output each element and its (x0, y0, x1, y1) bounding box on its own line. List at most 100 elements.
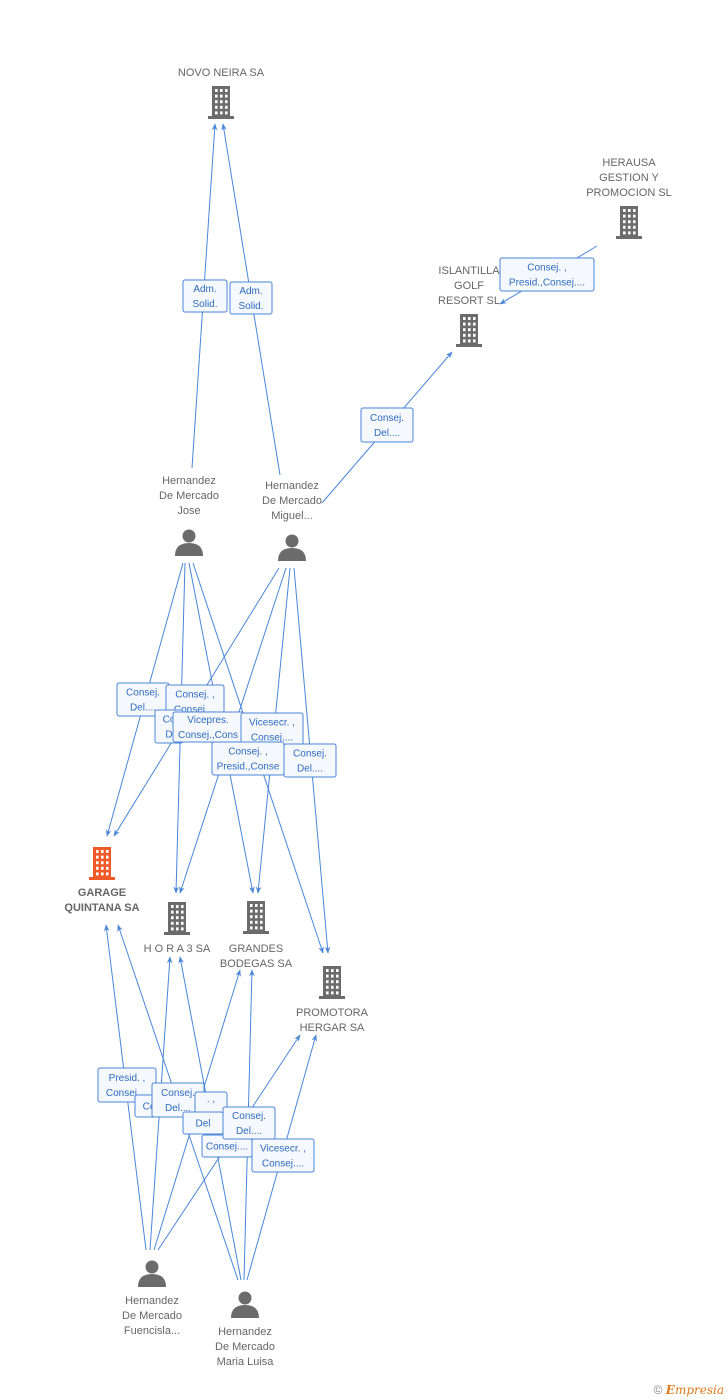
relation-label[interactable]: Del (182, 1111, 224, 1135)
node-label: Maria Luisa (217, 1356, 275, 1368)
node-label: QUINTANA SA (64, 902, 139, 914)
person-icon (278, 534, 306, 561)
relations-layer: Adm. Solid. Adm. Solid. Consej. , Presid.,Con… (97, 257, 595, 1173)
node-label: De Mercado (122, 1310, 182, 1322)
footer-brand[interactable]: © Empresia (654, 1383, 724, 1397)
building-icon (456, 314, 482, 347)
empresia-logo: Empresia (665, 1383, 724, 1397)
node-label: Hernandez (218, 1326, 272, 1338)
node-label: RESORT SL (438, 295, 500, 307)
relation-text: Del.... (130, 703, 156, 714)
node-label: Hernandez (162, 475, 216, 487)
node-label: ISLANTILLA (438, 265, 500, 277)
relation-label[interactable]: Vicepres. Consej.,Cons (172, 711, 244, 743)
relation-label[interactable]: Vicesecr. , Consej.... (240, 712, 304, 747)
relation-label[interactable]: Consej. , Presid.,Consej.... (499, 257, 595, 292)
relation-label[interactable]: Consej.Del.... (283, 743, 337, 778)
node-label: GESTION Y (599, 172, 659, 184)
relation-text: Vicesecr. , (260, 1144, 306, 1155)
node-label: PROMOCION SL (586, 187, 672, 199)
relation-text: Del.... (374, 428, 400, 439)
relation-text: Consej. (370, 413, 404, 424)
relation-label[interactable]: Consej. Del.... (360, 407, 414, 443)
node-label: Miguel... (271, 510, 313, 522)
relation-label[interactable]: Vicesecr. , Consej.... (251, 1138, 315, 1173)
copyright-symbol: © (653, 1383, 663, 1397)
relation-text: Solid. (192, 299, 217, 310)
nodes-layer: NOVO NEIRA SA HERAUSA GESTION Y PROMOCION S… (64, 67, 671, 1368)
relation-text: Adm. (239, 286, 262, 297)
building-icon (208, 86, 234, 119)
relation-text: Adm. (193, 284, 216, 295)
relation-text: Consej. (293, 749, 327, 760)
node-label: BODEGAS SA (220, 958, 293, 970)
node-label: PROMOTORA (296, 1007, 369, 1019)
node-label: H O R A 3 SA (144, 943, 211, 955)
relation-text: Consej.,Cons (178, 730, 238, 741)
node-label: GRANDES (229, 943, 283, 955)
person-icon (138, 1260, 166, 1287)
relation-text: D (165, 730, 172, 741)
node-hora3[interactable]: H O R A 3 SA (144, 902, 211, 955)
node-garage[interactable]: GARAGE QUINTANA SA (64, 847, 140, 914)
relation-label[interactable]: Consej. Del.... (222, 1106, 276, 1140)
node-label: Fuencisla... (124, 1325, 180, 1337)
relation-text: Consej.... (206, 1142, 248, 1153)
node-miguel[interactable]: Hernandez De MercadoMiguel... (262, 480, 322, 561)
building-icon (616, 206, 642, 239)
node-label: HERGAR SA (300, 1022, 365, 1034)
relation-text: Consej.... (251, 733, 293, 744)
node-label: De Mercado (262, 495, 322, 507)
person-icon (175, 529, 203, 556)
node-islantilla[interactable]: ISLANTILLA GOLF RESORT SL (438, 265, 500, 347)
relation-text: Presid.,Conse (217, 762, 280, 773)
relation-text: Solid. (238, 301, 263, 312)
relation-label[interactable]: Adm. Solid. (229, 281, 273, 315)
node-herausa[interactable]: HERAUSA GESTION Y PROMOCION SL (586, 157, 672, 239)
building-icon (319, 966, 345, 999)
relation-label[interactable]: Consej. Del.... (116, 682, 170, 717)
node-label: De Mercado (215, 1341, 275, 1353)
node-label: Hernandez (265, 480, 319, 492)
relation-text: Consej.... (174, 705, 216, 716)
node-novo[interactable]: NOVO NEIRA SA (178, 67, 265, 119)
relation-text: Vicepres. (187, 715, 229, 726)
building-icon (164, 902, 190, 935)
relation-label[interactable]: Consej. Del.... (151, 1082, 205, 1118)
relation-text: Consej. (232, 1111, 266, 1122)
node-label: Hernandez (125, 1295, 179, 1307)
relation-text: Del (195, 1119, 210, 1130)
relation-text: Consej.... (106, 1088, 148, 1099)
relation-text: Consej. (126, 688, 160, 699)
relation-text: . , (207, 1094, 215, 1105)
relation-text: Del.... (236, 1126, 262, 1137)
node-label: GARAGE (78, 887, 126, 899)
node-fuencisla[interactable]: Hernandez De MercadoFuencisla... (122, 1260, 182, 1338)
relation-label[interactable]: Adm. Solid. (182, 279, 228, 313)
node-label: HERAUSA (602, 157, 656, 169)
relation-text: Presid. , (109, 1073, 146, 1084)
relation-text: Consej. (161, 1088, 195, 1099)
relation-label[interactable]: Consej. , Presid.,Conse (211, 741, 285, 776)
relation-text: Consej.... (262, 1159, 304, 1170)
node-label: NOVO NEIRA SA (178, 67, 265, 79)
relation-text: Vicesecr. , (249, 718, 295, 729)
relation-text: Consej. , (175, 690, 214, 701)
node-label: Jose (177, 505, 200, 517)
person-icon (231, 1291, 259, 1318)
node-label: GOLF (454, 280, 484, 292)
building-icon (89, 847, 115, 880)
relation-text: Presid.,Consej.... (509, 278, 585, 289)
relation-text: Co (143, 1102, 156, 1113)
node-promotora[interactable]: PROMOTORA HERGAR SA (296, 966, 369, 1034)
building-icon (243, 901, 269, 934)
node-grandes[interactable]: GRANDES BODEGAS SA (220, 901, 293, 970)
relation-text: Consej. , (527, 263, 566, 274)
relation-text: Co (163, 715, 176, 726)
relation-text: Consej. , (228, 747, 267, 758)
relation-text: Del.... (165, 1103, 191, 1114)
node-label: De Mercado (159, 490, 219, 502)
